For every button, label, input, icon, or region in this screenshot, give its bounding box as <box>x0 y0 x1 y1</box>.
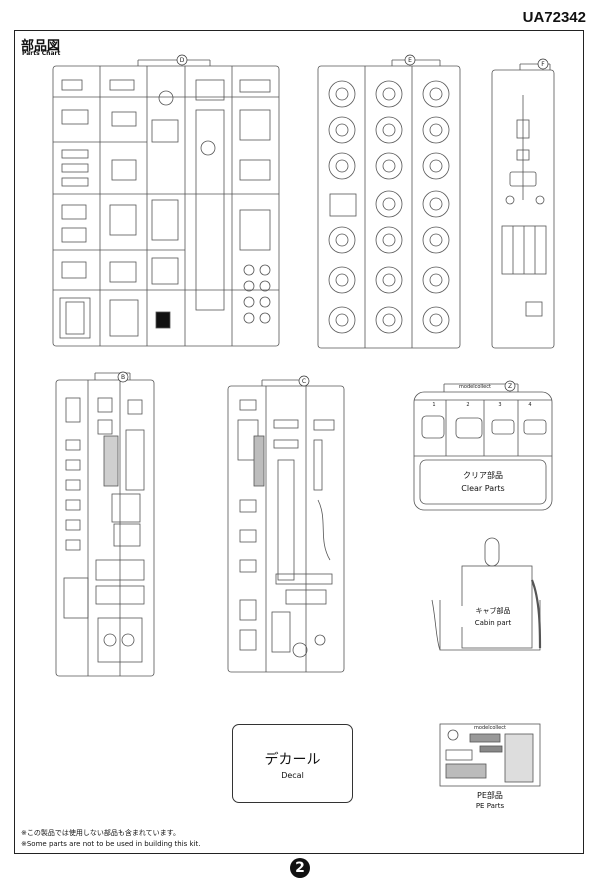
sprue-tag-f <box>537 58 549 70</box>
clear-part-2: 2 <box>466 402 469 408</box>
sprue-d <box>52 59 280 347</box>
cabin-jp: キャブ部品 <box>475 607 511 615</box>
page-title: 部品図 <box>21 39 61 54</box>
sprue-tag-z <box>504 380 516 392</box>
note-en: ※Some parts are not to be used in buildi… <box>21 840 201 848</box>
sprue-e <box>317 59 461 349</box>
clear-part-3: 3 <box>498 402 501 408</box>
cabin-drawing <box>431 537 542 651</box>
sprue-letter-b: B <box>121 374 125 381</box>
pe-brand: modelcollect <box>474 725 506 731</box>
sprue-letter-z: Z <box>508 383 512 390</box>
cabin-label: キャブ部品 Cabin part <box>460 606 526 627</box>
sprue-tag-b <box>117 371 129 383</box>
clear-part-4: 4 <box>528 402 531 408</box>
sprue-letter-f: F <box>541 61 545 68</box>
sprue-tag-c <box>298 375 310 387</box>
clear-parts-en: Clear Parts <box>461 484 505 493</box>
sprue-b <box>55 372 155 677</box>
sprue-f <box>491 63 555 349</box>
decal-en: Decal <box>281 771 304 780</box>
page-subtitle: Parts Chart <box>22 50 61 57</box>
note-jp: ※この製品では使用しない部品も含まれています。 <box>21 829 180 837</box>
sprue-tag-e <box>404 54 416 66</box>
page-number: 2 <box>290 858 310 878</box>
sprue-letter-c: C <box>302 378 306 385</box>
clear-part-1: 1 <box>432 402 435 408</box>
pe-label: PE部品 PE Parts <box>448 790 532 810</box>
clear-parts-label: クリア部品 Clear Parts <box>420 470 546 493</box>
sprue-tag-d <box>176 54 188 66</box>
sprue-c <box>227 379 345 673</box>
sprue-letter-e: E <box>408 57 412 64</box>
product-code: UA72342 <box>522 9 586 26</box>
clear-parts-jp: クリア部品 <box>463 471 503 480</box>
decal-box: デカール Decal <box>232 724 353 803</box>
pe-fret <box>439 723 541 787</box>
decal-jp: デカール <box>264 752 321 768</box>
clear-brand: modelcollect <box>459 384 491 390</box>
page-frame <box>14 30 584 854</box>
cabin-en: Cabin part <box>474 619 512 627</box>
pe-en: PE Parts <box>475 802 505 810</box>
pe-jp: PE部品 <box>477 791 503 800</box>
notes: ※この製品では使用しない部品も含まれています。 ※Some parts are … <box>21 828 201 850</box>
sprue-letter-d: D <box>180 57 185 64</box>
sprue-z <box>413 383 553 511</box>
